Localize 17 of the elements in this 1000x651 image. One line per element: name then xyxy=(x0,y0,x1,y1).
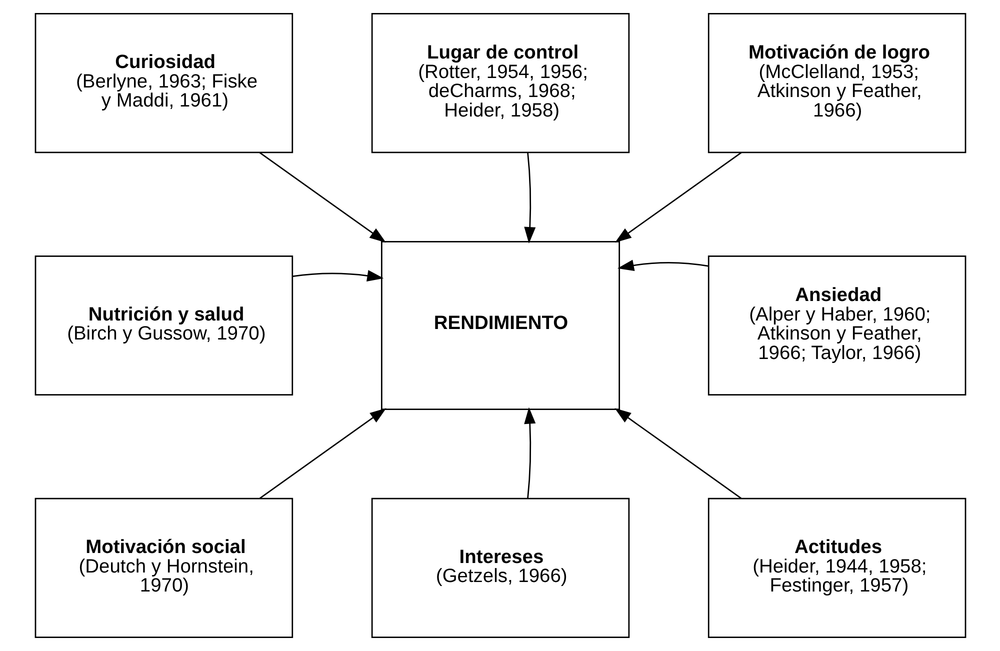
arrow xyxy=(524,152,536,244)
node-box: Curiosidad (Berlyne, 1963; Fiske y Maddi, 1961) xyxy=(34,12,293,154)
arrow xyxy=(258,152,386,243)
node-box: Nutrición y salud (Birch y Gussow, 1970) xyxy=(34,255,293,396)
node-box: Actitudes (Heider, 1944, 1958; Festinger, 1957) xyxy=(707,498,966,638)
node-box: Ansiedad (Alper y Haber, 1960; Atkinson y Feather, 1966; Taylor, 1966) xyxy=(707,255,966,396)
node-box: Motivación de logro (McClelland, 1953; Atkinson y Feather, 1966) xyxy=(707,12,966,154)
arrow xyxy=(614,152,742,243)
arrow xyxy=(292,270,384,282)
node-box: RENDIMIENTO xyxy=(380,241,620,410)
arrow xyxy=(616,260,708,272)
node-box: Intereses (Getzels, 1966) xyxy=(370,498,630,638)
arrow xyxy=(258,408,386,499)
node-box: Motivación social (Deutch y Hornstein, 1970) xyxy=(34,498,293,638)
arrow xyxy=(524,407,536,498)
arrow xyxy=(614,408,742,499)
node-box: Lugar de control (Rotter, 1954, 1956; deCharms, 1968; Heider, 1958) xyxy=(370,12,630,154)
